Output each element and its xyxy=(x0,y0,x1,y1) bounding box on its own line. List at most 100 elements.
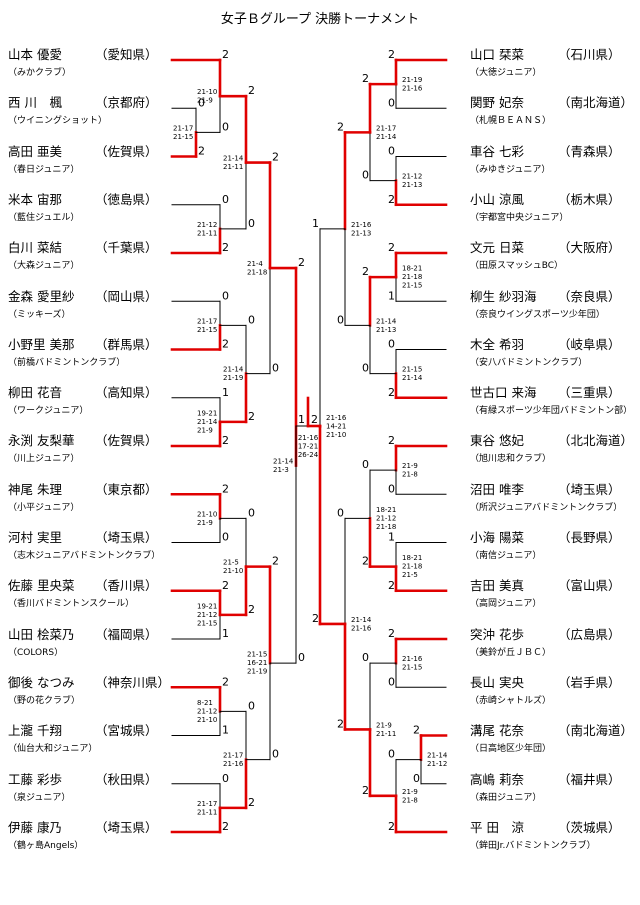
match-score: 21-13 xyxy=(402,181,422,189)
match-score: 21-5 xyxy=(223,559,239,567)
match-games-won: 0 xyxy=(388,748,395,761)
player-name: 車谷 七彩 xyxy=(470,143,524,159)
match-games-won: 2 xyxy=(248,796,255,809)
player-club: （COLORS） xyxy=(8,647,64,658)
player-prefecture: （東京都） xyxy=(95,481,158,497)
match-score: 21-14 xyxy=(376,317,397,325)
player-name: 白川 菜結 xyxy=(8,240,62,256)
match-score: 21-15 xyxy=(402,282,422,290)
player-prefecture: （秋田県） xyxy=(95,771,158,787)
match-score: 21-10 xyxy=(197,510,217,518)
player-club: （ウイニングショット） xyxy=(8,116,108,127)
match-score: 21-18 xyxy=(402,563,422,571)
match-games-won: 2 xyxy=(248,410,255,423)
player-club: （札幌ＢＥＡＮＳ） xyxy=(470,116,552,127)
player-prefecture: （岡山県） xyxy=(95,288,158,304)
match-games-won: 2 xyxy=(222,579,229,592)
match-games-won: 2 xyxy=(388,193,395,206)
player-name: 小山 涼風 xyxy=(470,191,524,207)
player-prefecture: （千葉県） xyxy=(95,240,158,256)
match-games-won: 2 xyxy=(222,338,229,351)
match-games-won: 2 xyxy=(388,386,395,399)
player-prefecture: （香川県） xyxy=(95,578,158,594)
player-prefecture: （埼玉県） xyxy=(95,819,158,835)
match-score: 21-16 xyxy=(402,655,423,663)
match-score: 21-14 xyxy=(223,155,244,163)
match-score: 21-16 xyxy=(326,414,347,422)
match-games-won: 0 xyxy=(248,699,255,712)
match-games-won: 2 xyxy=(388,820,395,833)
player-club: （春日ジュニア） xyxy=(8,164,80,175)
match-score: 21-5 xyxy=(402,571,418,579)
match-games-won: 2 xyxy=(222,675,229,688)
player-club: （小平ジュニア） xyxy=(8,502,80,513)
match-score: 21-19 xyxy=(402,76,422,84)
player-name: 山田 桧菜乃 xyxy=(8,626,75,642)
player-name: 突沖 花歩 xyxy=(470,626,524,642)
match-games-won: 1 xyxy=(298,413,305,426)
match-score: 21-15 xyxy=(173,133,193,141)
player-prefecture: （徳島県） xyxy=(95,191,158,207)
match-score: 21-17 xyxy=(223,752,243,760)
match-score: 21-14 xyxy=(402,374,423,382)
match-games-won: 2 xyxy=(198,145,205,158)
match-score: 21-11 xyxy=(197,229,217,237)
player-club: （旭川忠和クラブ） xyxy=(470,454,552,465)
match-score: 21-16 xyxy=(351,624,372,632)
match-score: 18-21 xyxy=(376,506,396,514)
player-prefecture: （青森県） xyxy=(558,143,621,159)
match-games-won: 2 xyxy=(362,72,369,85)
match-games-won: 0 xyxy=(362,169,369,182)
player-prefecture: （奈良県） xyxy=(558,288,621,304)
player-name: 高田 亜美 xyxy=(8,143,62,159)
player-name: 小野里 美那 xyxy=(8,336,75,352)
match-score: 21-3 xyxy=(273,466,289,474)
player-club: （田原スマッシュBC） xyxy=(470,261,564,272)
player-club: （川上ジュニア） xyxy=(8,454,80,465)
player-name: 文元 日菜 xyxy=(470,240,524,256)
player-name: 小海 陽菜 xyxy=(470,530,524,545)
match-score: 21-9 xyxy=(197,97,213,105)
match-score: 21-16 xyxy=(351,221,372,229)
player-club: （泉ジュニア） xyxy=(8,792,71,803)
player-prefecture: （栃木県） xyxy=(558,191,621,207)
match-score: 21-14 xyxy=(427,752,448,760)
player-name: 金森 愛里紗 xyxy=(8,288,75,304)
match-games-won: 2 xyxy=(362,555,369,568)
player-name: 河村 実里 xyxy=(8,530,62,545)
match-games-won: 1 xyxy=(222,724,229,737)
player-club: （有緑スポーツ少年団バドミントン部） xyxy=(470,406,633,417)
match-score: 21-16 xyxy=(223,760,244,768)
player-club: （奈良ウイングスポーツ少年団） xyxy=(470,309,605,320)
player-prefecture: （石川県） xyxy=(558,47,621,62)
player-name: 佐藤 里央菜 xyxy=(8,578,75,594)
player-name: 山本 優愛 xyxy=(8,47,62,62)
match-score: 21-16 xyxy=(402,85,423,93)
match-score: 19-21 xyxy=(197,602,217,610)
player-name: 世古口 来海 xyxy=(470,385,537,401)
player-club: （鉾田Jr.バドミントンクラブ） xyxy=(470,840,596,851)
match-games-won: 2 xyxy=(248,84,255,97)
match-games-won: 0 xyxy=(362,651,369,664)
player-prefecture: （高知県） xyxy=(95,385,158,401)
player-name: 西 川 楓 xyxy=(8,95,62,111)
match-games-won: 1 xyxy=(388,289,395,302)
player-club: （志木ジュニアバドミントンクラブ） xyxy=(8,551,161,561)
player-prefecture: （佐賀県） xyxy=(95,433,158,449)
match-score: 17-21 xyxy=(298,443,318,451)
player-club: （日高地区少年団） xyxy=(470,744,552,755)
player-club: （仙台大和ジュニア） xyxy=(8,744,98,755)
player-prefecture: （愛知県） xyxy=(95,47,158,62)
player-club: （前橋バドミントンクラブ） xyxy=(8,357,126,368)
match-games-won: 0 xyxy=(362,458,369,471)
match-score: 21-17 xyxy=(376,124,396,132)
player-name: 平 田 涼 xyxy=(470,819,524,835)
player-club: （藍住ジュエル） xyxy=(8,212,80,223)
match-score: 21-9 xyxy=(402,462,418,470)
player-name: 柳田 花音 xyxy=(8,385,62,401)
match-score: 21-11 xyxy=(223,163,243,171)
player-name: 高嶋 莉奈 xyxy=(470,771,524,787)
match-score: 21-9 xyxy=(197,426,213,434)
